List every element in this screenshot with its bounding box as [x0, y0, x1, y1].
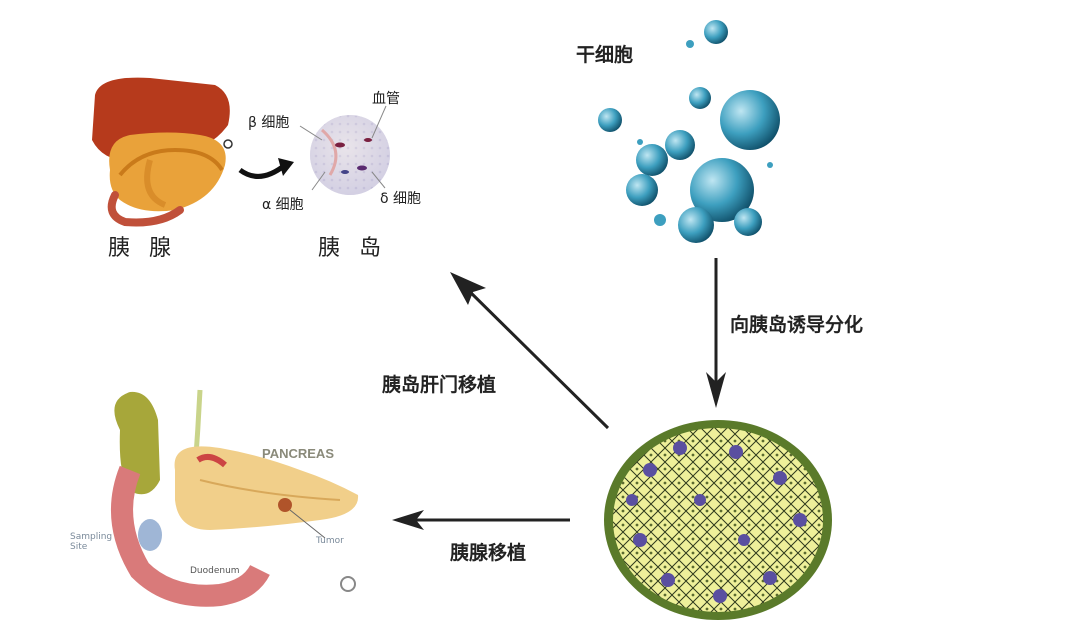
blood-vessel-label: 血管 [372, 91, 400, 107]
alpha-cell-label: α 细胞 [262, 197, 304, 213]
arrow-portal-transplant [450, 272, 610, 430]
duodenum-label: Duodenum [190, 566, 240, 576]
sampling-site-label: Sampling Site [70, 532, 113, 552]
islet-cluster-illustration [604, 420, 832, 620]
delta-cell-label: δ 细胞 [380, 191, 422, 207]
beta-cell-label: β 细胞 [248, 115, 290, 131]
pancreas-anatomy-illustration [111, 389, 359, 607]
arrow-differentiation [706, 258, 726, 408]
islet-illustration [299, 105, 390, 195]
stem-cell-label: 干细胞 [576, 44, 634, 66]
differentiation-label: 向胰岛诱导分化 [730, 314, 864, 336]
islet-label: 胰 岛 [318, 236, 387, 261]
pancreas-liver-illustration [92, 77, 294, 227]
tumor-label: Tumor [316, 536, 344, 546]
pancreas-en-label: PANCREAS [262, 446, 334, 461]
stem-cell-illustration [598, 20, 780, 243]
arrow-pancreas-transplant [392, 510, 570, 530]
pancreas-label: 胰 腺 [108, 236, 177, 261]
pancreas-transplant-label: 胰腺移植 [450, 542, 527, 564]
portal-transplant-label: 胰岛肝门移植 [382, 374, 497, 396]
